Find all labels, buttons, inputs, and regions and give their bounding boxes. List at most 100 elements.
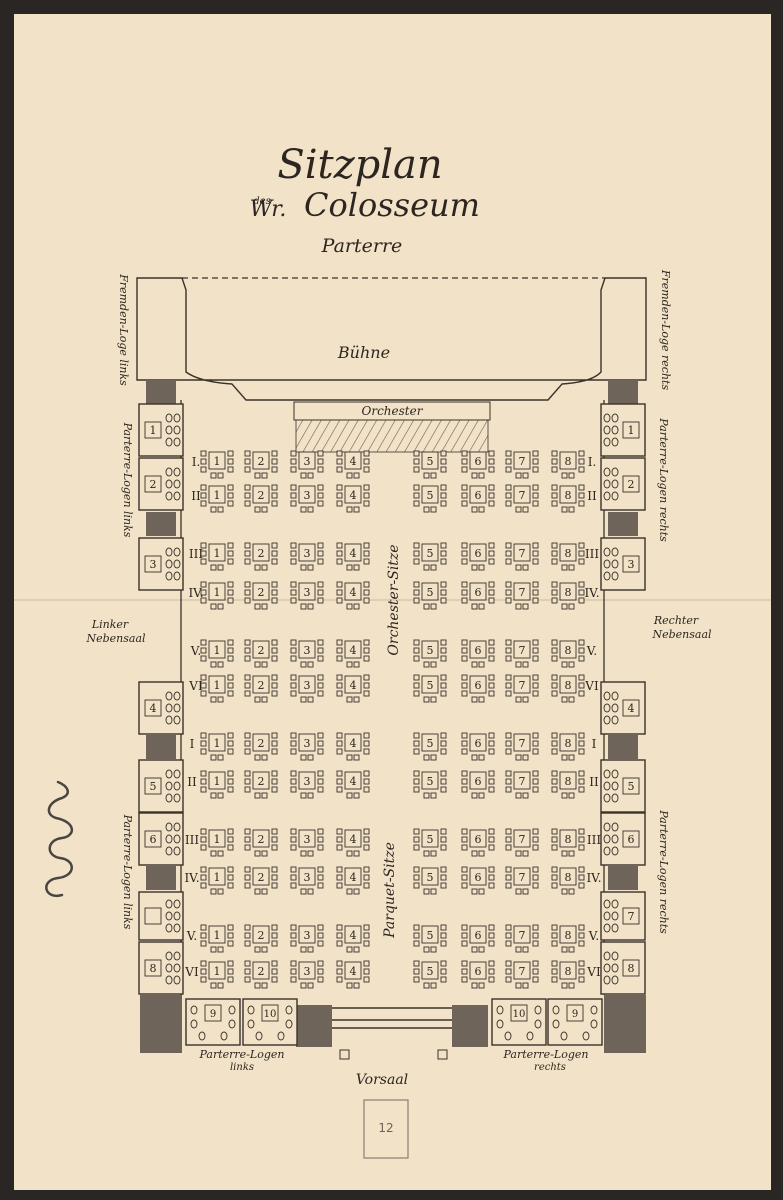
seat-block-parq-3-7[interactable]: 7 <box>505 828 539 857</box>
seat-block-parq-6-5[interactable]: 5 <box>413 960 447 989</box>
seat-block-parq-3-5[interactable]: 5 <box>413 828 447 857</box>
seat-block-orch-3-4[interactable]: 4 <box>336 542 370 571</box>
seat-block-parq-4-2[interactable]: 2 <box>244 866 278 895</box>
seat-block-parq-3-3[interactable]: 3 <box>290 828 324 857</box>
seat-block-orch-6-4[interactable]: 4 <box>336 674 370 703</box>
seat-block-orch-1-2[interactable]: 2 <box>244 450 278 479</box>
seat-block-orch-1-7[interactable]: 7 <box>505 450 539 479</box>
seat-block-orch-3-3[interactable]: 3 <box>290 542 324 571</box>
loge-bottom-left-9[interactable]: 9 <box>185 998 241 1046</box>
seat-block-parq-4-4[interactable]: 4 <box>336 866 370 895</box>
seat-block-parq-4-3[interactable]: 3 <box>290 866 324 895</box>
seat-block-orch-5-3[interactable]: 3 <box>290 639 324 668</box>
seat-block-orch-6-3[interactable]: 3 <box>290 674 324 703</box>
seat-block-parq-6-3[interactable]: 3 <box>290 960 324 989</box>
seat-block-parq-1-1[interactable]: 1 <box>200 732 234 761</box>
seat-block-parq-4-6[interactable]: 6 <box>461 866 495 895</box>
seat-block-orch-5-5[interactable]: 5 <box>413 639 447 668</box>
seat-block-parq-1-8[interactable]: 8 <box>551 732 585 761</box>
loge-right-8[interactable]: 8 <box>600 941 646 995</box>
seat-block-parq-5-8[interactable]: 8 <box>551 924 585 953</box>
seat-block-orch-2-1[interactable]: 1 <box>200 484 234 513</box>
seat-block-parq-5-4[interactable]: 4 <box>336 924 370 953</box>
loge-bottom-left-10[interactable]: 10 <box>242 998 298 1046</box>
loge-right-4[interactable]: 4 <box>600 681 646 735</box>
seat-block-parq-1-3[interactable]: 3 <box>290 732 324 761</box>
seat-block-orch-2-6[interactable]: 6 <box>461 484 495 513</box>
seat-block-orch-6-7[interactable]: 7 <box>505 674 539 703</box>
seat-block-parq-4-5[interactable]: 5 <box>413 866 447 895</box>
seat-block-orch-2-7[interactable]: 7 <box>505 484 539 513</box>
seat-block-parq-5-7[interactable]: 7 <box>505 924 539 953</box>
seat-block-orch-2-3[interactable]: 3 <box>290 484 324 513</box>
seat-block-parq-3-8[interactable]: 8 <box>551 828 585 857</box>
loge-left-1[interactable]: 1 <box>138 403 184 457</box>
seat-block-parq-2-2[interactable]: 2 <box>244 770 278 799</box>
seat-block-orch-6-8[interactable]: 8 <box>551 674 585 703</box>
seat-block-parq-2-1[interactable]: 1 <box>200 770 234 799</box>
seat-block-orch-5-1[interactable]: 1 <box>200 639 234 668</box>
seat-block-orch-2-2[interactable]: 2 <box>244 484 278 513</box>
loge-right-7[interactable]: 7 <box>600 891 646 941</box>
loge-left-2[interactable]: 2 <box>138 457 184 511</box>
seat-block-orch-4-2[interactable]: 2 <box>244 581 278 610</box>
seat-block-orch-3-6[interactable]: 6 <box>461 542 495 571</box>
seat-block-orch-5-2[interactable]: 2 <box>244 639 278 668</box>
seat-block-parq-6-4[interactable]: 4 <box>336 960 370 989</box>
seat-block-orch-1-3[interactable]: 3 <box>290 450 324 479</box>
seat-block-orch-4-4[interactable]: 4 <box>336 581 370 610</box>
seat-block-orch-1-4[interactable]: 4 <box>336 450 370 479</box>
seat-block-parq-1-5[interactable]: 5 <box>413 732 447 761</box>
seat-block-orch-3-1[interactable]: 1 <box>200 542 234 571</box>
loge-left-8[interactable]: 8 <box>138 941 184 995</box>
seat-block-parq-2-7[interactable]: 7 <box>505 770 539 799</box>
seat-block-parq-3-6[interactable]: 6 <box>461 828 495 857</box>
loge-left-7[interactable] <box>138 891 184 941</box>
seat-block-parq-2-6[interactable]: 6 <box>461 770 495 799</box>
seat-block-parq-3-2[interactable]: 2 <box>244 828 278 857</box>
loge-right-1[interactable]: 1 <box>600 403 646 457</box>
seat-block-orch-3-7[interactable]: 7 <box>505 542 539 571</box>
seat-block-orch-4-5[interactable]: 5 <box>413 581 447 610</box>
seat-block-orch-6-6[interactable]: 6 <box>461 674 495 703</box>
loge-right-2[interactable]: 2 <box>600 457 646 511</box>
seat-block-orch-6-5[interactable]: 5 <box>413 674 447 703</box>
loge-bottom-right-9[interactable]: 9 <box>547 998 603 1046</box>
seat-block-orch-3-5[interactable]: 5 <box>413 542 447 571</box>
seat-block-orch-2-4[interactable]: 4 <box>336 484 370 513</box>
loge-right-3[interactable]: 3 <box>600 537 646 591</box>
seat-block-orch-2-8[interactable]: 8 <box>551 484 585 513</box>
seat-block-parq-3-1[interactable]: 1 <box>200 828 234 857</box>
seat-block-parq-2-5[interactable]: 5 <box>413 770 447 799</box>
seat-block-orch-1-1[interactable]: 1 <box>200 450 234 479</box>
loge-bottom-right-10[interactable]: 10 <box>491 998 547 1046</box>
seat-block-parq-4-1[interactable]: 1 <box>200 866 234 895</box>
seat-block-parq-6-1[interactable]: 1 <box>200 960 234 989</box>
seat-block-parq-1-2[interactable]: 2 <box>244 732 278 761</box>
seat-block-parq-4-8[interactable]: 8 <box>551 866 585 895</box>
seat-block-parq-6-7[interactable]: 7 <box>505 960 539 989</box>
loge-right-5[interactable]: 5 <box>600 759 646 813</box>
seat-block-parq-2-3[interactable]: 3 <box>290 770 324 799</box>
seat-block-orch-4-1[interactable]: 1 <box>200 581 234 610</box>
seat-block-parq-3-4[interactable]: 4 <box>336 828 370 857</box>
seat-block-parq-1-6[interactable]: 6 <box>461 732 495 761</box>
seat-block-parq-1-4[interactable]: 4 <box>336 732 370 761</box>
seat-block-orch-1-6[interactable]: 6 <box>461 450 495 479</box>
seat-block-orch-5-8[interactable]: 8 <box>551 639 585 668</box>
seat-block-orch-5-4[interactable]: 4 <box>336 639 370 668</box>
seat-block-orch-3-2[interactable]: 2 <box>244 542 278 571</box>
loge-left-5[interactable]: 5 <box>138 759 184 813</box>
seat-block-orch-4-8[interactable]: 8 <box>551 581 585 610</box>
seat-block-parq-5-1[interactable]: 1 <box>200 924 234 953</box>
seat-block-parq-5-3[interactable]: 3 <box>290 924 324 953</box>
seat-block-parq-2-8[interactable]: 8 <box>551 770 585 799</box>
seat-block-orch-1-5[interactable]: 5 <box>413 450 447 479</box>
seat-block-parq-6-6[interactable]: 6 <box>461 960 495 989</box>
seat-block-orch-2-5[interactable]: 5 <box>413 484 447 513</box>
loge-right-6[interactable]: 6 <box>600 812 646 866</box>
seat-block-parq-1-7[interactable]: 7 <box>505 732 539 761</box>
seat-block-parq-6-2[interactable]: 2 <box>244 960 278 989</box>
seat-block-parq-4-7[interactable]: 7 <box>505 866 539 895</box>
seat-block-parq-5-6[interactable]: 6 <box>461 924 495 953</box>
